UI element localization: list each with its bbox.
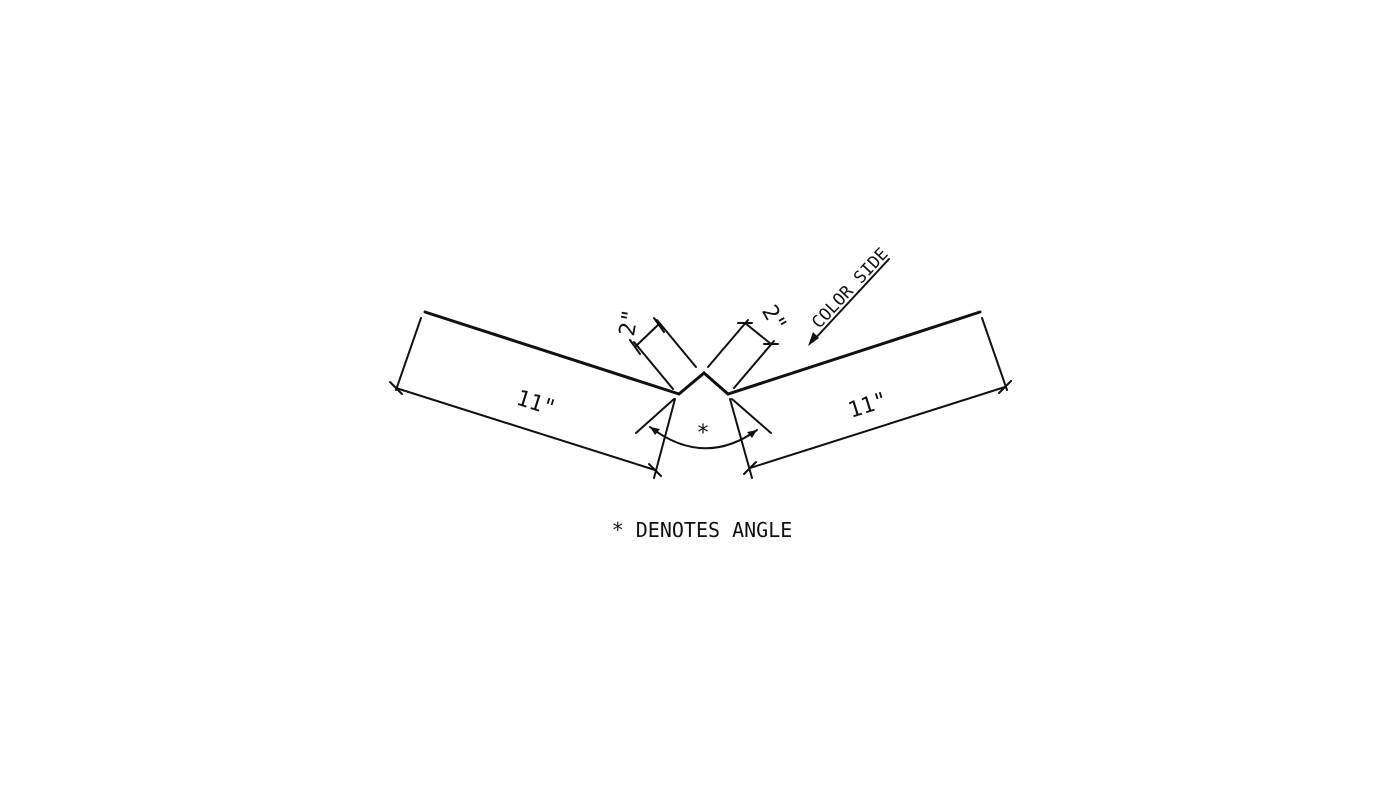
color-side-indicator: COLOR SIDE: [808, 244, 893, 346]
arrow-down-left-icon: [808, 332, 819, 346]
angle-arrowhead-right: [747, 430, 757, 438]
angle-arrowhead-left: [650, 427, 660, 435]
left-flange-length-label: 2": [615, 308, 644, 338]
angle-marker: *: [696, 421, 709, 446]
left-leg-length-label: 11": [513, 386, 558, 422]
left-flange-dimension: 2": [615, 308, 697, 390]
right-leg-length-label: 11": [845, 388, 890, 424]
flashing-profile: [423, 310, 982, 396]
color-side-label: COLOR SIDE: [808, 244, 892, 333]
angle-dimension: *: [635, 398, 772, 450]
angle-note: * DENOTES ANGLE: [612, 518, 793, 542]
right-flange-dimension: 2": [707, 301, 791, 389]
right-flange-length-label: 2": [756, 301, 791, 336]
